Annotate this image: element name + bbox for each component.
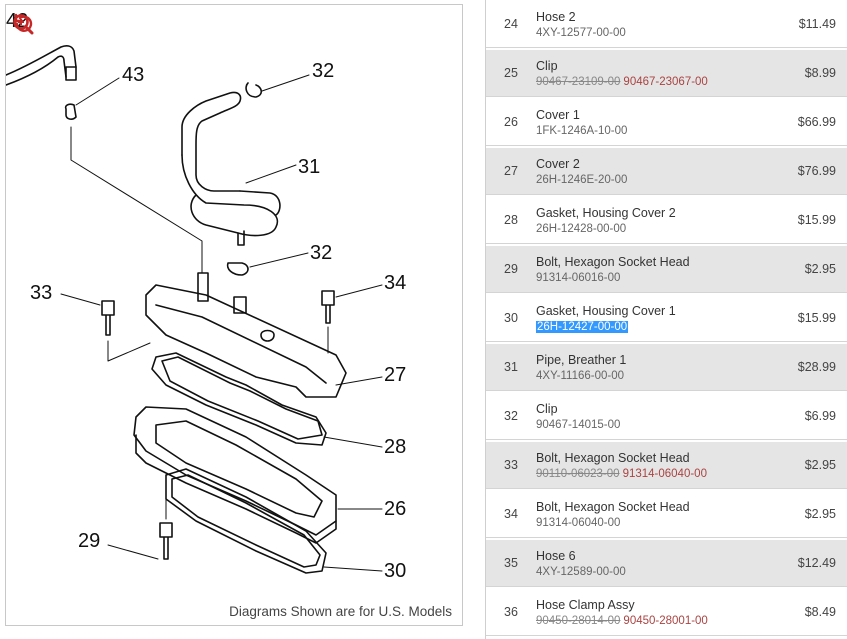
part-name: Cover 2 xyxy=(536,157,580,171)
callout-label: 32 xyxy=(310,242,332,264)
table-row[interactable]: 26 Cover 1 1FK-1246A-10-00 $66.99 xyxy=(486,99,847,146)
part-name: Hose 2 xyxy=(536,10,576,24)
part-price: $28.99 xyxy=(797,360,836,374)
diagram-note: Diagrams Shown are for U.S. Models xyxy=(229,604,452,619)
table-row[interactable]: 30 Gasket, Housing Cover 1 26H-12427-00-0… xyxy=(486,295,847,342)
superseded-part-number: 90450-28014-00 xyxy=(536,615,621,627)
part-number: 4XY-12589-00-00 xyxy=(536,566,626,578)
table-row[interactable]: 35 Hose 6 4XY-12589-00-00 $12.49 xyxy=(486,540,847,587)
callout-label: 32 xyxy=(312,60,334,82)
part-name: Hose Clamp Assy xyxy=(536,598,635,612)
part-name: Cover 1 xyxy=(536,108,580,122)
zoom-out-icon[interactable] xyxy=(13,13,100,37)
diagram-toolbar xyxy=(12,13,100,37)
part-name: Hose 6 xyxy=(536,549,576,563)
part-number: 90467-14015-00 xyxy=(536,419,621,431)
ref-number: 25 xyxy=(504,66,518,80)
table-row[interactable]: 29 Bolt, Hexagon Socket Head 91314-06016-… xyxy=(486,246,847,293)
callout-label: 43 xyxy=(122,64,144,86)
part-number: 4XY-12577-00-00 xyxy=(536,27,626,39)
part-name: Bolt, Hexagon Socket Head xyxy=(536,255,690,269)
table-row[interactable]: 33 Bolt, Hexagon Socket Head 90110-06023-… xyxy=(486,442,847,489)
callout-label: 28 xyxy=(384,436,406,458)
part-name: Gasket, Housing Cover 2 xyxy=(536,206,676,220)
part-name: Pipe, Breather 1 xyxy=(536,353,627,367)
part-price: $11.49 xyxy=(798,17,836,31)
ref-number: 31 xyxy=(504,360,518,374)
ref-number: 33 xyxy=(504,458,518,472)
callout-label: 33 xyxy=(30,282,52,304)
superseded-part-number: 90110-06023-00 xyxy=(536,468,620,480)
part-price: $2.95 xyxy=(804,507,836,521)
part-name: Clip xyxy=(536,402,558,416)
callout-label: 27 xyxy=(384,364,406,386)
ref-number: 26 xyxy=(504,115,518,129)
replacement-part-number[interactable]: 90450-28001-00 xyxy=(623,615,708,627)
part-price: $12.49 xyxy=(797,556,836,570)
ref-number: 27 xyxy=(504,164,518,178)
parts-list: 24 Hose 2 4XY-12577-00-00 $11.49 25 Clip 9… xyxy=(485,0,847,639)
part-number: 26H-12427-00-00 xyxy=(536,321,778,333)
part-number: 4XY-11166-00-00 xyxy=(536,370,625,382)
replacement-part-number[interactable]: 91314-06040-00 xyxy=(622,468,707,480)
part-price: $8.49 xyxy=(804,605,836,619)
part-number: 91314-06040-00 xyxy=(536,517,621,529)
replacement-part-number[interactable]: 90467-23067-00 xyxy=(623,76,708,88)
table-row[interactable]: 34 Bolt, Hexagon Socket Head 91314-06040-… xyxy=(486,491,847,538)
ref-number: 32 xyxy=(504,409,518,423)
table-row[interactable]: 32 Clip 90467-14015-00 $6.99 xyxy=(486,393,847,440)
ref-number: 29 xyxy=(504,262,518,276)
table-row[interactable]: 31 Pipe, Breather 1 4XY-11166-00-00 $28.9… xyxy=(486,344,847,391)
part-name: Clip xyxy=(536,59,558,73)
exploded-parts-diagram: 42 43 32 31 32 34 33 27 28 26 29 30 xyxy=(6,10,406,582)
ref-number: 34 xyxy=(504,507,518,521)
part-number: 26H-1246E-20-00 xyxy=(536,174,628,186)
callout-label: 30 xyxy=(384,560,406,582)
part-number: 26H-12428-00-00 xyxy=(536,223,627,235)
selected-part-number[interactable]: 26H-12427-00-00 xyxy=(536,321,629,333)
part-price: $2.95 xyxy=(804,458,836,472)
part-price: $8.99 xyxy=(804,66,836,80)
part-price: $76.99 xyxy=(797,164,836,178)
part-price: $6.99 xyxy=(804,409,836,423)
exploded-diagram-panel[interactable]: 42 43 32 31 32 34 33 27 28 26 29 30 Diag… xyxy=(5,4,463,626)
superseded-part-number: 90467-23109-00 xyxy=(536,76,621,88)
table-row[interactable]: 27 Cover 2 26H-1246E-20-00 $76.99 xyxy=(486,148,847,195)
ref-number: 36 xyxy=(504,605,518,619)
table-row[interactable]: 24 Hose 2 4XY-12577-00-00 $11.49 xyxy=(486,1,847,48)
part-price: $66.99 xyxy=(797,115,836,129)
ref-number: 30 xyxy=(504,311,518,325)
ref-number: 28 xyxy=(504,213,518,227)
part-price: $15.99 xyxy=(797,311,836,325)
zoom-in-icon[interactable] xyxy=(13,13,68,37)
callout-label: 26 xyxy=(384,498,406,520)
table-row[interactable]: 28 Gasket, Housing Cover 2 26H-12428-00-0… xyxy=(486,197,847,244)
ref-number: 24 xyxy=(504,17,518,31)
callout-label: 29 xyxy=(78,530,100,552)
callout-label: 31 xyxy=(298,156,320,178)
callout-label: 34 xyxy=(384,272,406,294)
part-price: $2.95 xyxy=(804,262,836,276)
part-number: 91314-06016-00 xyxy=(536,272,621,284)
ref-number: 35 xyxy=(504,556,518,570)
part-number: 1FK-1246A-10-00 xyxy=(536,125,628,137)
part-name: Gasket, Housing Cover 1 xyxy=(536,304,676,318)
part-name: Bolt, Hexagon Socket Head xyxy=(536,500,690,514)
part-name: Bolt, Hexagon Socket Head xyxy=(536,451,690,465)
part-price: $15.99 xyxy=(797,213,836,227)
